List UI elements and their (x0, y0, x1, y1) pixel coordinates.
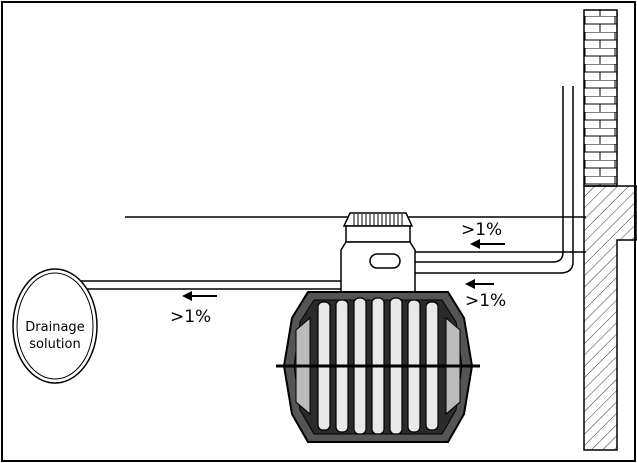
tank-ribs (317, 297, 439, 435)
outlet-pipe (60, 280, 341, 290)
house-wall (583, 9, 637, 451)
drainage-solution-callout: Drainage solution (12, 268, 98, 384)
drainage-label-line2: solution (29, 337, 80, 352)
underground-tank (276, 291, 480, 443)
foundation-hatch (583, 185, 637, 451)
slope-label-outlet: >1% (170, 307, 211, 327)
brick-wall (583, 9, 618, 187)
tank-shaft (340, 212, 416, 293)
drainage-ellipse (12, 268, 98, 384)
slope-label-inlet-upper: >1% (461, 220, 502, 240)
flow-arrow-outlet (182, 291, 217, 301)
flow-arrow-inlet-upper (470, 239, 505, 249)
slope-label-inlet-lower: >1% (465, 291, 506, 311)
drainage-label-line1: Drainage (25, 320, 84, 335)
flow-arrow-inlet-lower (465, 279, 494, 289)
shaft-lid-ribs (353, 214, 403, 225)
downpipe (380, 86, 574, 274)
